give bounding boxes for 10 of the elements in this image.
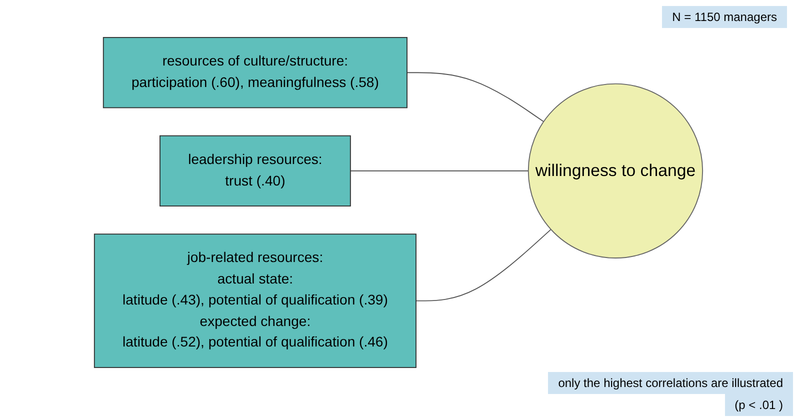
connector <box>416 228 552 302</box>
node-box: resources of culture/structure: participation (.60), meaningfulness (.58) <box>102 37 408 108</box>
connector <box>350 170 529 172</box>
node-box: leadership resources: trust (.40) <box>160 135 351 206</box>
note-text: only the highest correlations are illustrated <box>548 372 793 394</box>
note-text: (p < .01 ) <box>724 394 793 416</box>
node-circle: willingness to change <box>528 83 704 258</box>
node-box: job-related resources: actual state: latitude (.43), potential of qualification (.39) expected change: latitude (.52), potential of qualification (.46) <box>94 234 416 368</box>
note-text: N = 1150 managers <box>662 6 787 28</box>
connector <box>406 72 544 122</box>
